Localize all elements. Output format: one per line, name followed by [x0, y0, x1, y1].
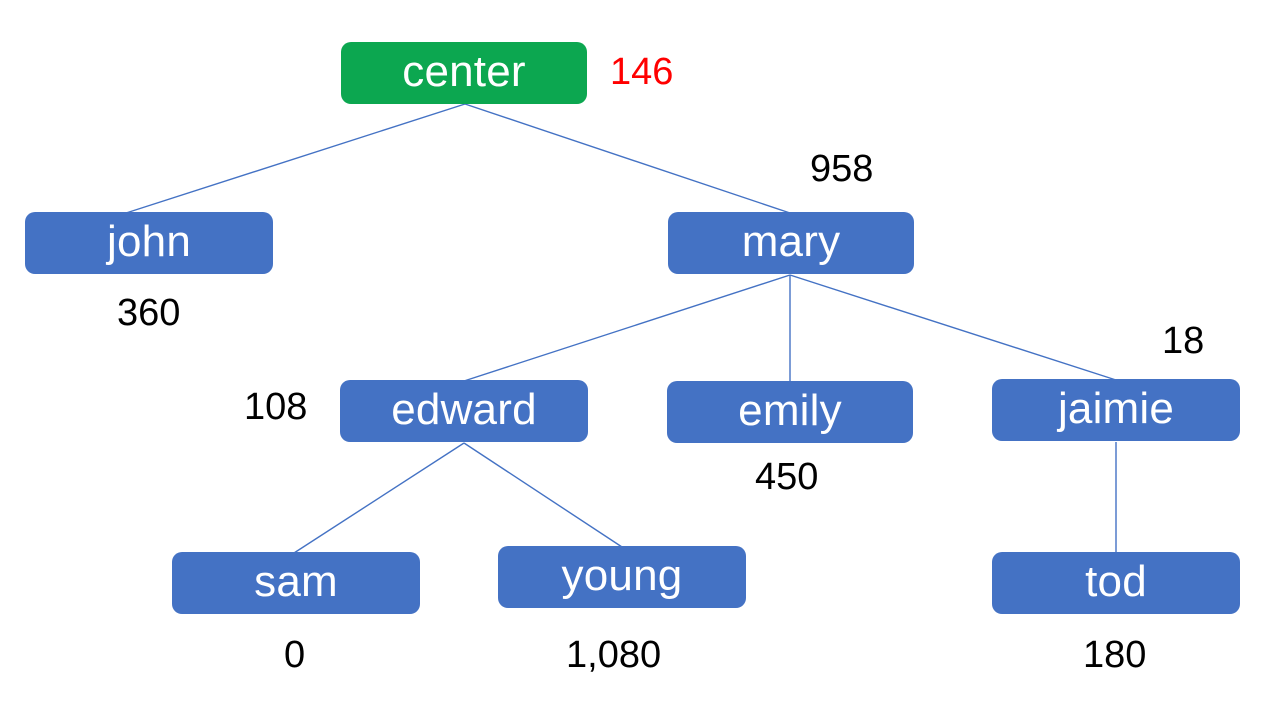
edge-mary-jaimie: [789, 274, 1117, 381]
edge-edward-young: [463, 442, 623, 548]
node-label-center: center: [402, 47, 526, 96]
weight-edward: 108: [244, 386, 308, 428]
edge-mary-edward: [463, 274, 791, 382]
weight-tod: 180: [1083, 634, 1147, 676]
weight-jaimie: 18: [1162, 320, 1205, 362]
node-label-tod: tod: [1085, 557, 1147, 606]
node-label-sam: sam: [254, 557, 338, 606]
weight-john: 360: [117, 292, 181, 334]
node-emily[interactable]: emily: [667, 381, 913, 443]
node-label-young: young: [561, 551, 683, 600]
edge-center-mary: [464, 103, 791, 214]
node-label-edward: edward: [391, 385, 537, 434]
node-label-jaimie: jaimie: [1057, 384, 1175, 433]
edge-edward-sam: [293, 442, 465, 554]
node-tod[interactable]: tod: [992, 552, 1240, 614]
node-center[interactable]: center: [341, 42, 587, 104]
node-jaimie[interactable]: jaimie: [992, 379, 1240, 441]
weight-mary: 958: [810, 148, 874, 190]
node-mary[interactable]: mary: [668, 212, 914, 274]
edge-center-john: [125, 103, 466, 214]
node-young[interactable]: young: [498, 546, 746, 608]
node-label-john: john: [107, 217, 191, 266]
node-sam[interactable]: sam: [172, 552, 420, 614]
weight-center: 146: [610, 51, 674, 93]
node-edward[interactable]: edward: [340, 380, 588, 442]
node-label-mary: mary: [741, 217, 841, 266]
node-label-emily: emily: [738, 386, 842, 435]
weight-emily: 450: [755, 456, 819, 498]
node-john[interactable]: john: [25, 212, 273, 274]
weight-sam: 0: [284, 634, 306, 676]
weight-young: 1,080: [566, 634, 662, 676]
